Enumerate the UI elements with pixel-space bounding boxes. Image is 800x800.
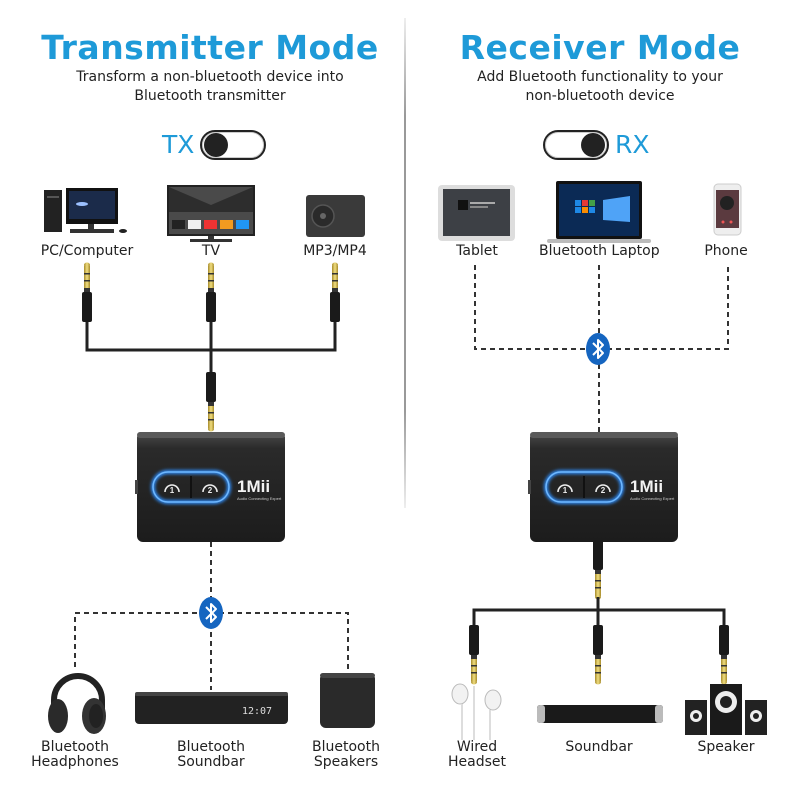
laptop-icon [547,181,651,243]
audio-plug [206,372,216,432]
tx-toggle[interactable] [200,130,266,160]
speaker-icon [320,673,375,728]
rx-mode-label: RX [615,130,650,159]
receiver-subtitle-line1: Add Bluetooth functionality to your [477,69,723,85]
source-label-tablet: Tablet [456,243,498,259]
receiver-title: Receiver Mode [459,28,741,67]
output-label-soundbar: Soundbar [565,739,633,755]
output-label-speakers-line1: Bluetooth [312,739,380,755]
output-label-headset-line1: Wired [456,739,498,755]
rx-adapter-device [528,432,678,542]
tx-input-cables [85,322,337,372]
headphones-icon [48,673,106,734]
soundbar-icon [537,705,663,723]
toggle-knob [581,133,605,157]
output-label-soundbar-line1: Bluetooth [177,739,245,755]
rx-toggle[interactable] [543,130,609,160]
transmitter-subtitle-line2: Bluetooth transmitter [134,88,286,104]
output-label-headphones-line1: Bluetooth [41,739,109,755]
audio-plug [82,262,92,322]
output-label-headphones-line2: Headphones [31,754,119,770]
tablet-icon [438,185,515,241]
source-label-pc: PC/Computer [40,243,134,259]
earphones-icon [451,683,502,740]
toggle-knob [204,133,228,157]
soundbar-display: 12:07 [242,706,272,717]
speaker-system-icon [685,684,767,735]
output-label-headset-line2: Headset [447,754,506,770]
audio-plug [469,625,479,685]
phone-icon [713,183,742,236]
transmitter-subtitle-line1: Transform a non-bluetooth device into [76,69,344,85]
audio-plug [206,262,216,322]
soundbar-icon: 12:07 [135,692,288,724]
source-label-tv: TV [201,243,221,259]
bluetooth-icon [198,596,224,630]
tx-mode-label: TX [162,130,195,159]
mp3-player-icon [306,195,365,237]
output-label-speaker: Speaker [697,739,755,755]
transmitter-title: Transmitter Mode [41,28,379,67]
audio-plug [330,262,340,322]
audio-plug [593,540,603,600]
output-label-speakers-line2: Speakers [313,754,379,770]
audio-plug [593,625,603,685]
tv-icon [167,185,255,242]
tx-adapter-device [135,432,285,542]
desktop-computer-icon [44,188,127,233]
source-label-laptop: Bluetooth Laptop [539,243,660,259]
bluetooth-icon [585,332,611,366]
section-divider [404,18,406,508]
output-label-soundbar-line2: Soundbar [177,754,245,770]
audio-plug [719,625,729,685]
receiver-subtitle-line2: non-bluetooth device [525,88,675,104]
source-label-phone: Phone [704,243,748,259]
source-label-mp3: MP3/MP4 [303,243,367,259]
